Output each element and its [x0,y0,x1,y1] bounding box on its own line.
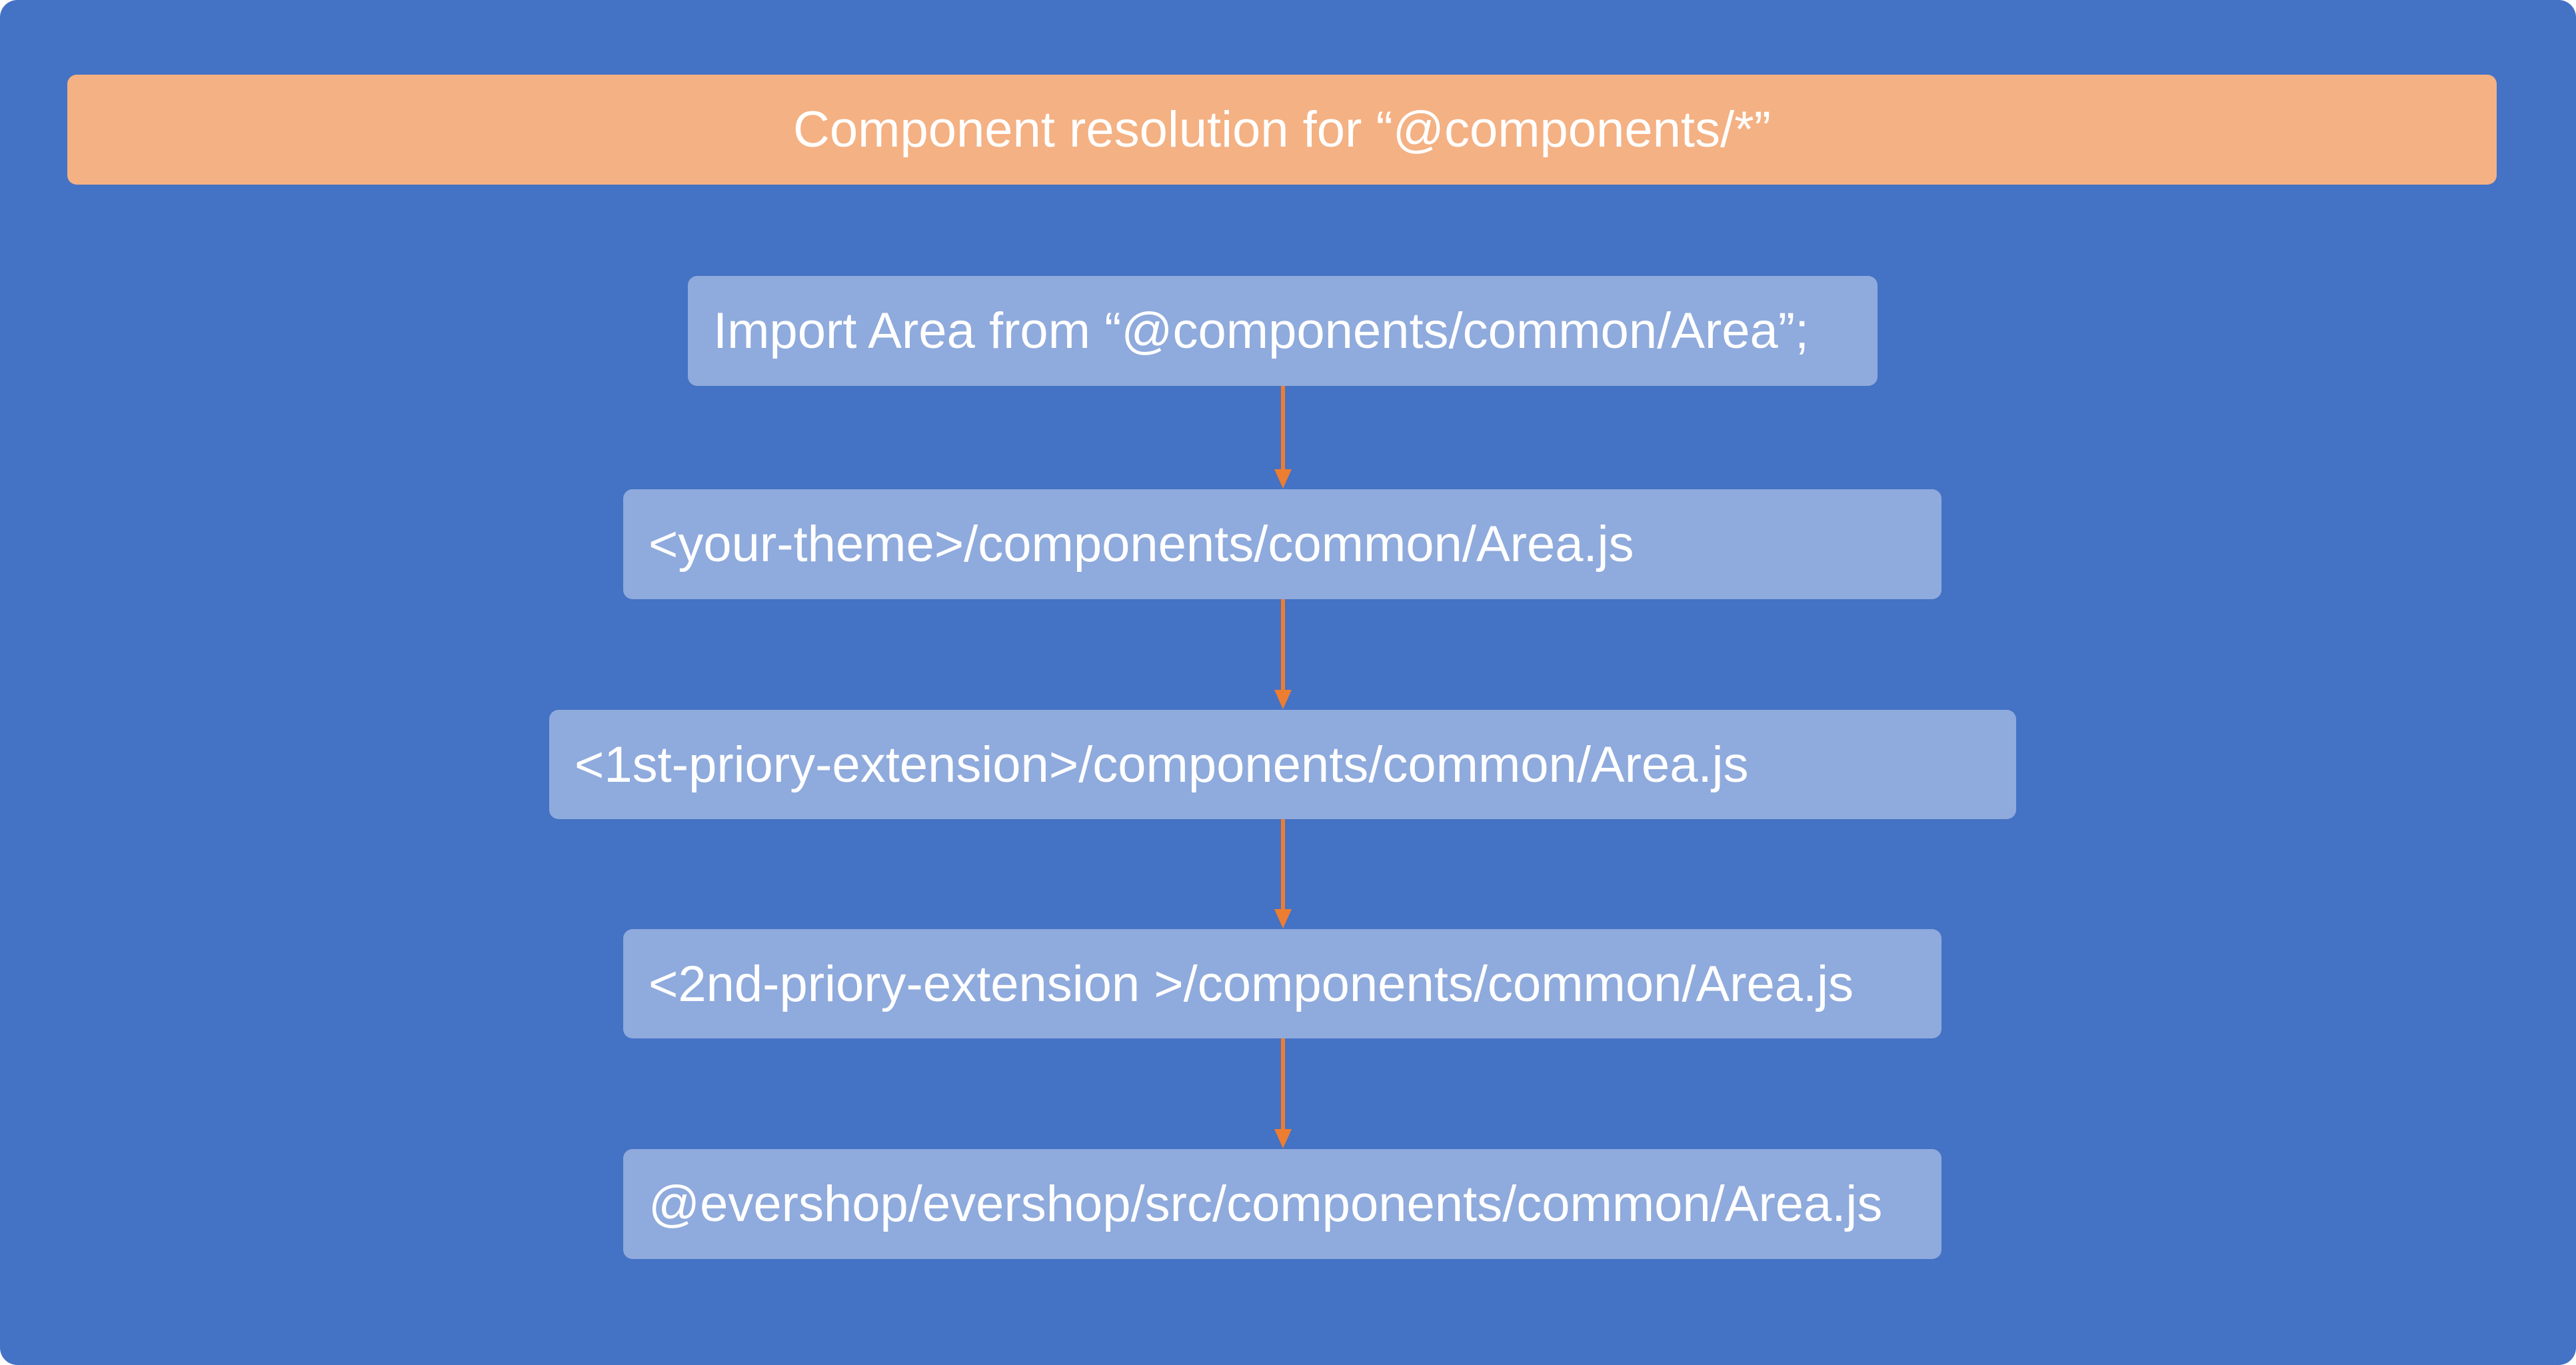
arrow-head [1274,909,1292,928]
step-import-statement: Import Area from “@components/common/Are… [688,276,1878,386]
step-core-path: @evershop/evershop/src/components/common… [623,1149,1941,1259]
step-first-extension-path: <1st-priory-extension>/components/common… [549,710,2016,819]
flow-arrow [1274,819,1292,928]
arrow-head [1274,690,1292,709]
arrow-head [1274,1129,1292,1148]
diagram-title: Component resolution for “@components/*” [67,75,2497,185]
step-theme-path: <your-theme>/components/common/Area.js [623,489,1941,599]
step-second-extension-path: <2nd-priory-extension >/components/commo… [623,929,1941,1038]
flow-arrow [1274,1038,1292,1148]
flow-arrow [1274,386,1292,489]
flow-arrow [1274,599,1292,709]
arrow-head [1274,469,1292,489]
